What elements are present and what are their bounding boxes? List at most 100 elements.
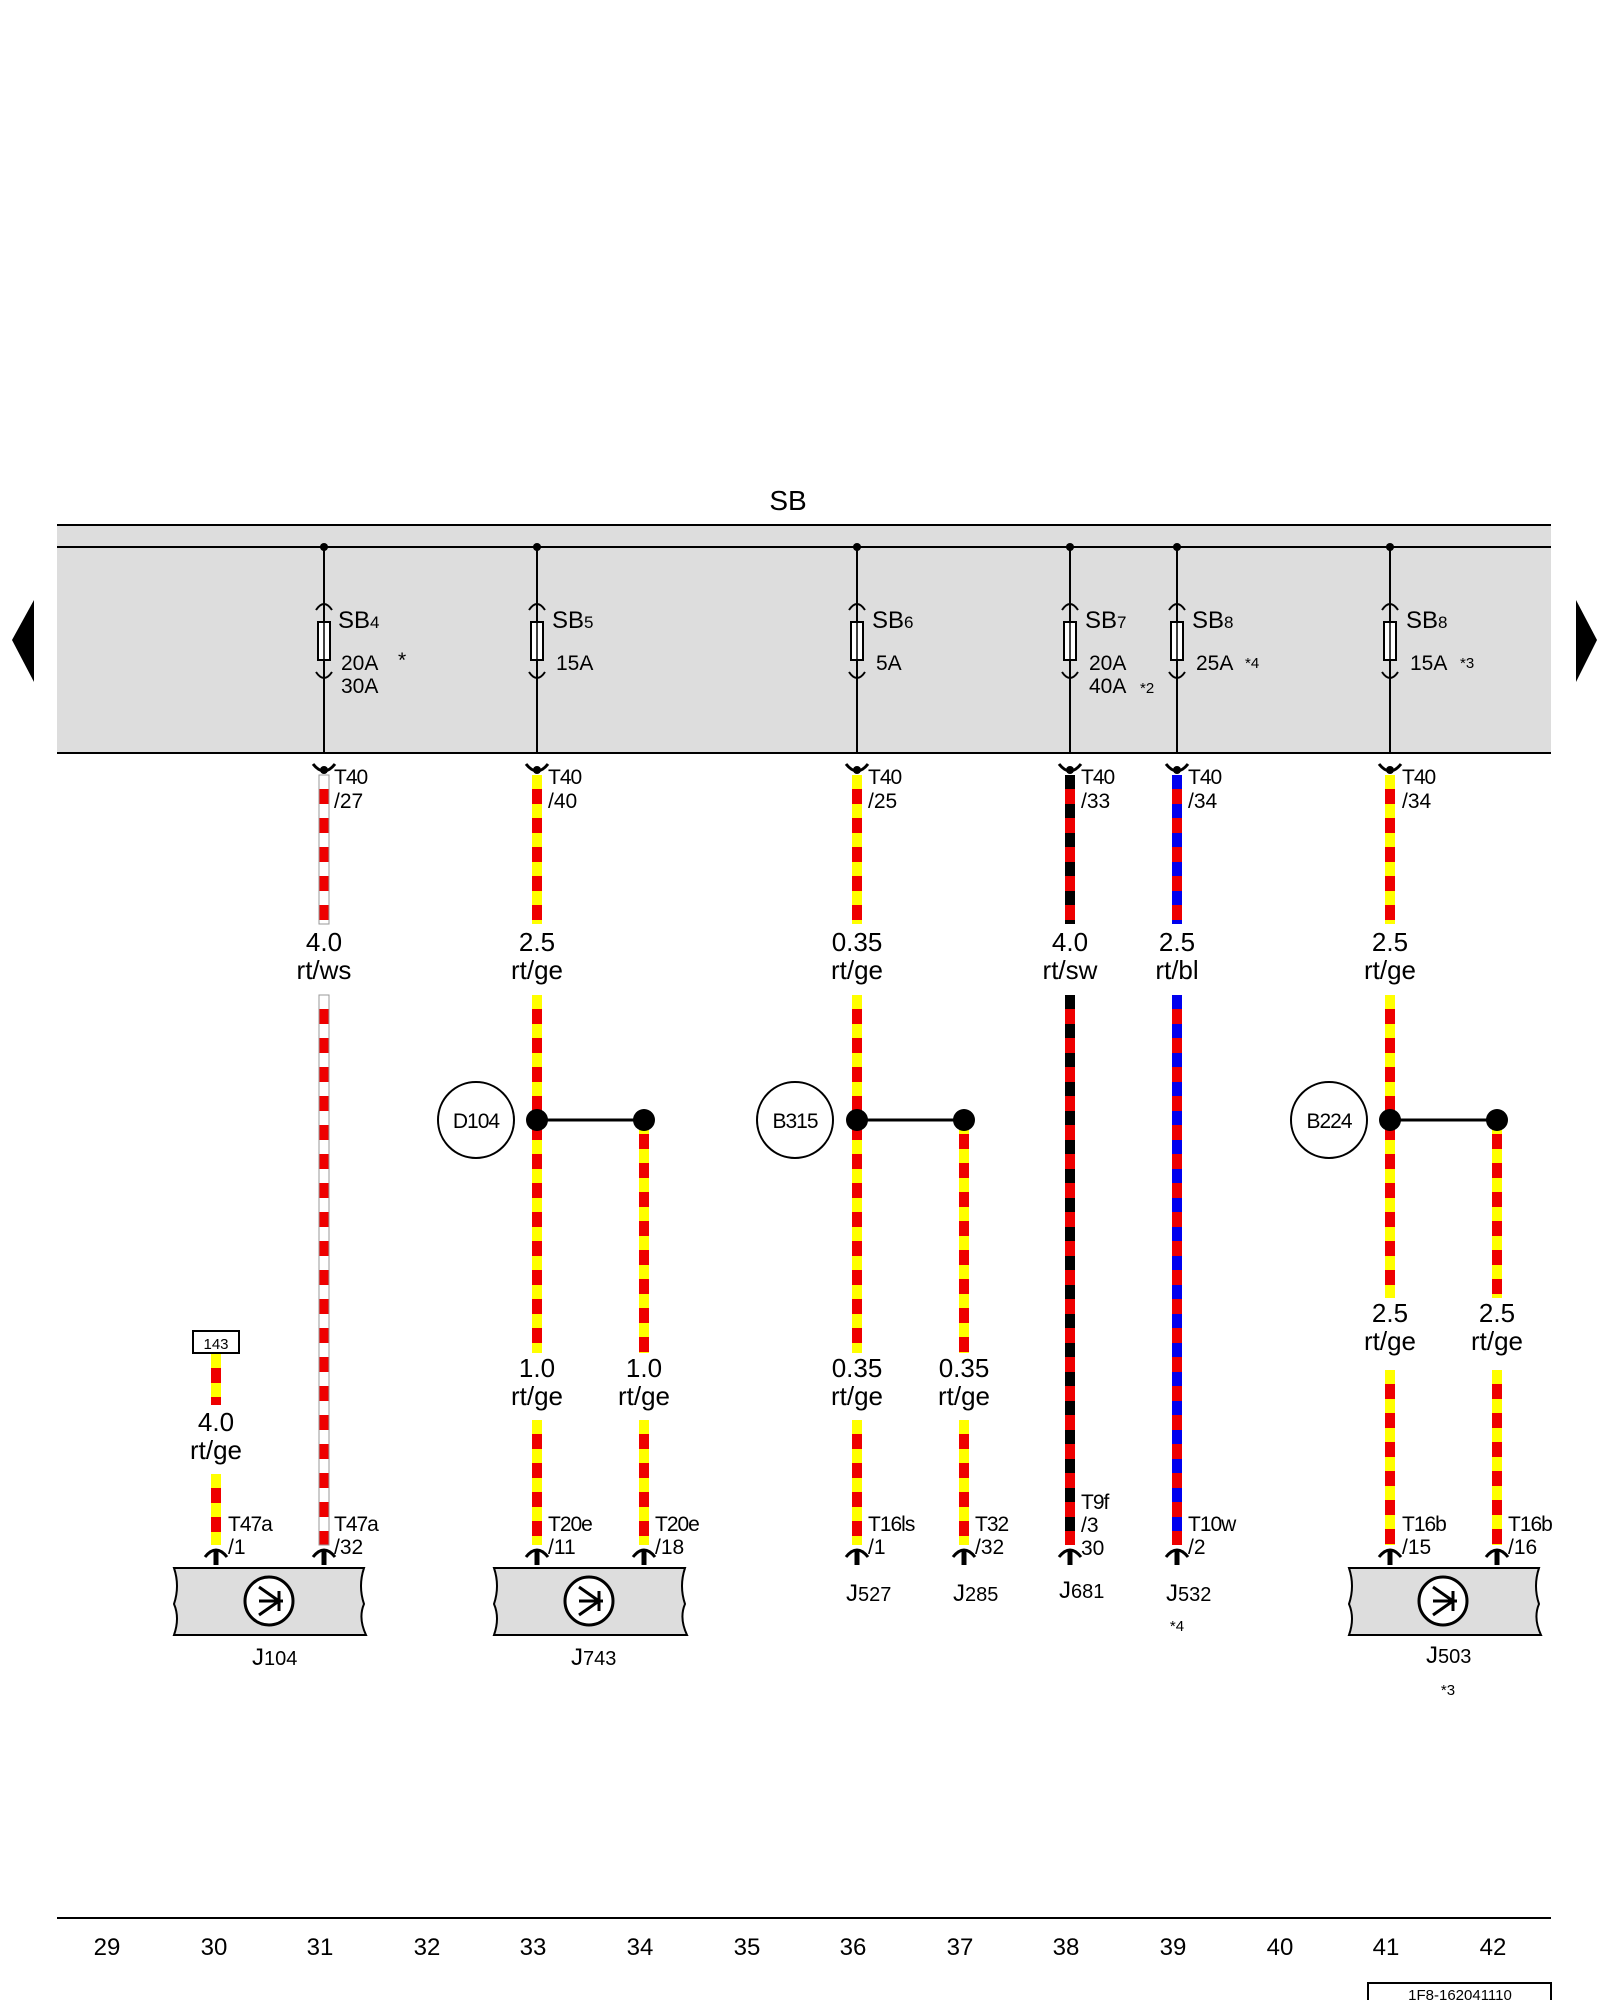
column-number: 34 bbox=[627, 1934, 654, 1961]
column-number: 32 bbox=[414, 1934, 441, 1961]
wire-stripe bbox=[319, 804, 329, 818]
connector-pin: 30 bbox=[1081, 1537, 1104, 1560]
wire-stripe bbox=[532, 891, 542, 905]
fuse-rating: 30A bbox=[341, 675, 378, 698]
wire-stripe bbox=[852, 1343, 862, 1353]
fuse-label: SB5 bbox=[552, 607, 593, 634]
wire-stripe bbox=[532, 995, 542, 1009]
wire-stripe bbox=[532, 833, 542, 847]
splice-label: D104 bbox=[453, 1110, 501, 1133]
wire-stripe bbox=[852, 1227, 862, 1241]
diagram-id: 1F8-162041110 bbox=[1408, 1987, 1512, 2000]
wire-segment bbox=[211, 1354, 221, 1405]
wire-stripe bbox=[639, 1352, 649, 1353]
wire-color-label: rt/bl bbox=[1155, 955, 1198, 985]
wire-stripe bbox=[211, 1532, 221, 1545]
wire-stripe bbox=[1492, 1149, 1502, 1163]
connector-pin-icon bbox=[1387, 1549, 1393, 1565]
connector-label: T16ls bbox=[868, 1513, 915, 1536]
fuse-rating: 15A bbox=[1410, 652, 1447, 675]
wire-segment bbox=[1385, 775, 1395, 924]
wire-stripe bbox=[1492, 1515, 1502, 1529]
wire-stripe bbox=[852, 1140, 862, 1154]
next-page-arrow-icon[interactable] bbox=[1576, 600, 1597, 682]
wire-stripe bbox=[852, 1198, 862, 1212]
wire-stripe bbox=[959, 1449, 969, 1463]
wire-color-label: rt/ge bbox=[831, 955, 883, 985]
wire-size-label: 0.35 bbox=[939, 1353, 990, 1383]
busbar-junction-dot bbox=[1066, 543, 1074, 551]
wire-stripe bbox=[1172, 1256, 1182, 1270]
wire-stripe bbox=[1172, 1459, 1182, 1473]
fuse-terminal bbox=[315, 671, 333, 679]
splice-circle bbox=[756, 1081, 834, 1159]
wire-stripe bbox=[852, 775, 862, 789]
connector-pin: /27 bbox=[334, 790, 363, 813]
wire-stripe bbox=[319, 1198, 329, 1212]
wire-stripe bbox=[1172, 1024, 1182, 1038]
wire-stripe bbox=[852, 1507, 862, 1521]
wire-stripe bbox=[319, 1111, 329, 1125]
wire-stripe bbox=[959, 1420, 969, 1434]
wire-size-label: 2.5 bbox=[1372, 1298, 1408, 1328]
wire-stripe bbox=[1065, 1372, 1075, 1386]
wire-stripe bbox=[1492, 1370, 1502, 1384]
wire-stripe bbox=[1065, 1285, 1075, 1299]
wire-stripe bbox=[1065, 1314, 1075, 1328]
fuse-rating: 20A bbox=[341, 652, 378, 675]
wire-stripe bbox=[852, 920, 862, 924]
wire-stripe bbox=[1385, 1227, 1395, 1241]
previous-page-arrow-icon[interactable] bbox=[12, 600, 34, 682]
wire-stripe bbox=[1065, 1459, 1075, 1473]
busbar-junction-dot bbox=[320, 543, 328, 551]
wire-stripe bbox=[1065, 1430, 1075, 1444]
connector-pin: /1 bbox=[868, 1536, 886, 1559]
wire-stripe bbox=[1385, 1457, 1395, 1471]
wire-stripe bbox=[532, 1507, 542, 1521]
connector-pin-icon bbox=[1173, 766, 1181, 774]
busbar-junction-dot bbox=[533, 543, 541, 551]
fuse-label: SB4 bbox=[338, 607, 379, 634]
busbar-label: SB bbox=[769, 485, 806, 516]
splice-circle bbox=[437, 1081, 515, 1159]
wire-stripe bbox=[852, 862, 862, 876]
wire-stripe bbox=[1065, 833, 1075, 847]
wire-stripe bbox=[1385, 891, 1395, 905]
wire-stripe bbox=[532, 1227, 542, 1241]
wire-stripe bbox=[1065, 1198, 1075, 1212]
splice-label: B315 bbox=[772, 1110, 817, 1133]
wire-stripe bbox=[959, 1536, 969, 1545]
wire-stripe bbox=[959, 1178, 969, 1192]
wire-stripe bbox=[852, 995, 862, 1009]
wire-color-label: rt/ge bbox=[1471, 1326, 1523, 1356]
control-unit-icon bbox=[1417, 1575, 1469, 1627]
wire-stripe bbox=[1385, 804, 1395, 818]
connector-pin: /40 bbox=[548, 790, 577, 813]
busbar-junction-dot bbox=[853, 543, 861, 551]
wire-stripe bbox=[1065, 1169, 1075, 1183]
wire-stripe bbox=[1385, 1285, 1395, 1298]
wire-stripe bbox=[319, 1314, 329, 1328]
component-note: *3 bbox=[1441, 1682, 1455, 1699]
wire-stripe bbox=[1065, 891, 1075, 905]
wire-stripe bbox=[319, 1169, 329, 1183]
wire-color-label: rt/ge bbox=[1364, 955, 1416, 985]
wire-stripe bbox=[1172, 920, 1182, 924]
reference-box[interactable] bbox=[192, 1330, 240, 1354]
connector-pin: /16 bbox=[1508, 1536, 1537, 1559]
connector-pin-icon bbox=[1066, 766, 1074, 774]
wire-stripe bbox=[1492, 1428, 1502, 1442]
connector-label: T40 bbox=[548, 766, 582, 789]
wire-stripe bbox=[532, 804, 542, 818]
component-label: J104 bbox=[252, 1644, 297, 1671]
wire-stripe bbox=[1172, 1401, 1182, 1415]
wire-stripe bbox=[1065, 1053, 1075, 1067]
fuse-label: SB8 bbox=[1406, 607, 1447, 634]
wire-size-label: 2.5 bbox=[1159, 927, 1195, 957]
connector-label: T40 bbox=[1402, 766, 1436, 789]
wire-color-label: rt/ge bbox=[831, 1381, 883, 1411]
splice-label: B224 bbox=[1306, 1110, 1352, 1133]
wire-stripe bbox=[1065, 1140, 1075, 1154]
wire-color-label: rt/sw bbox=[1043, 955, 1098, 985]
wire-stripe bbox=[1172, 1198, 1182, 1212]
